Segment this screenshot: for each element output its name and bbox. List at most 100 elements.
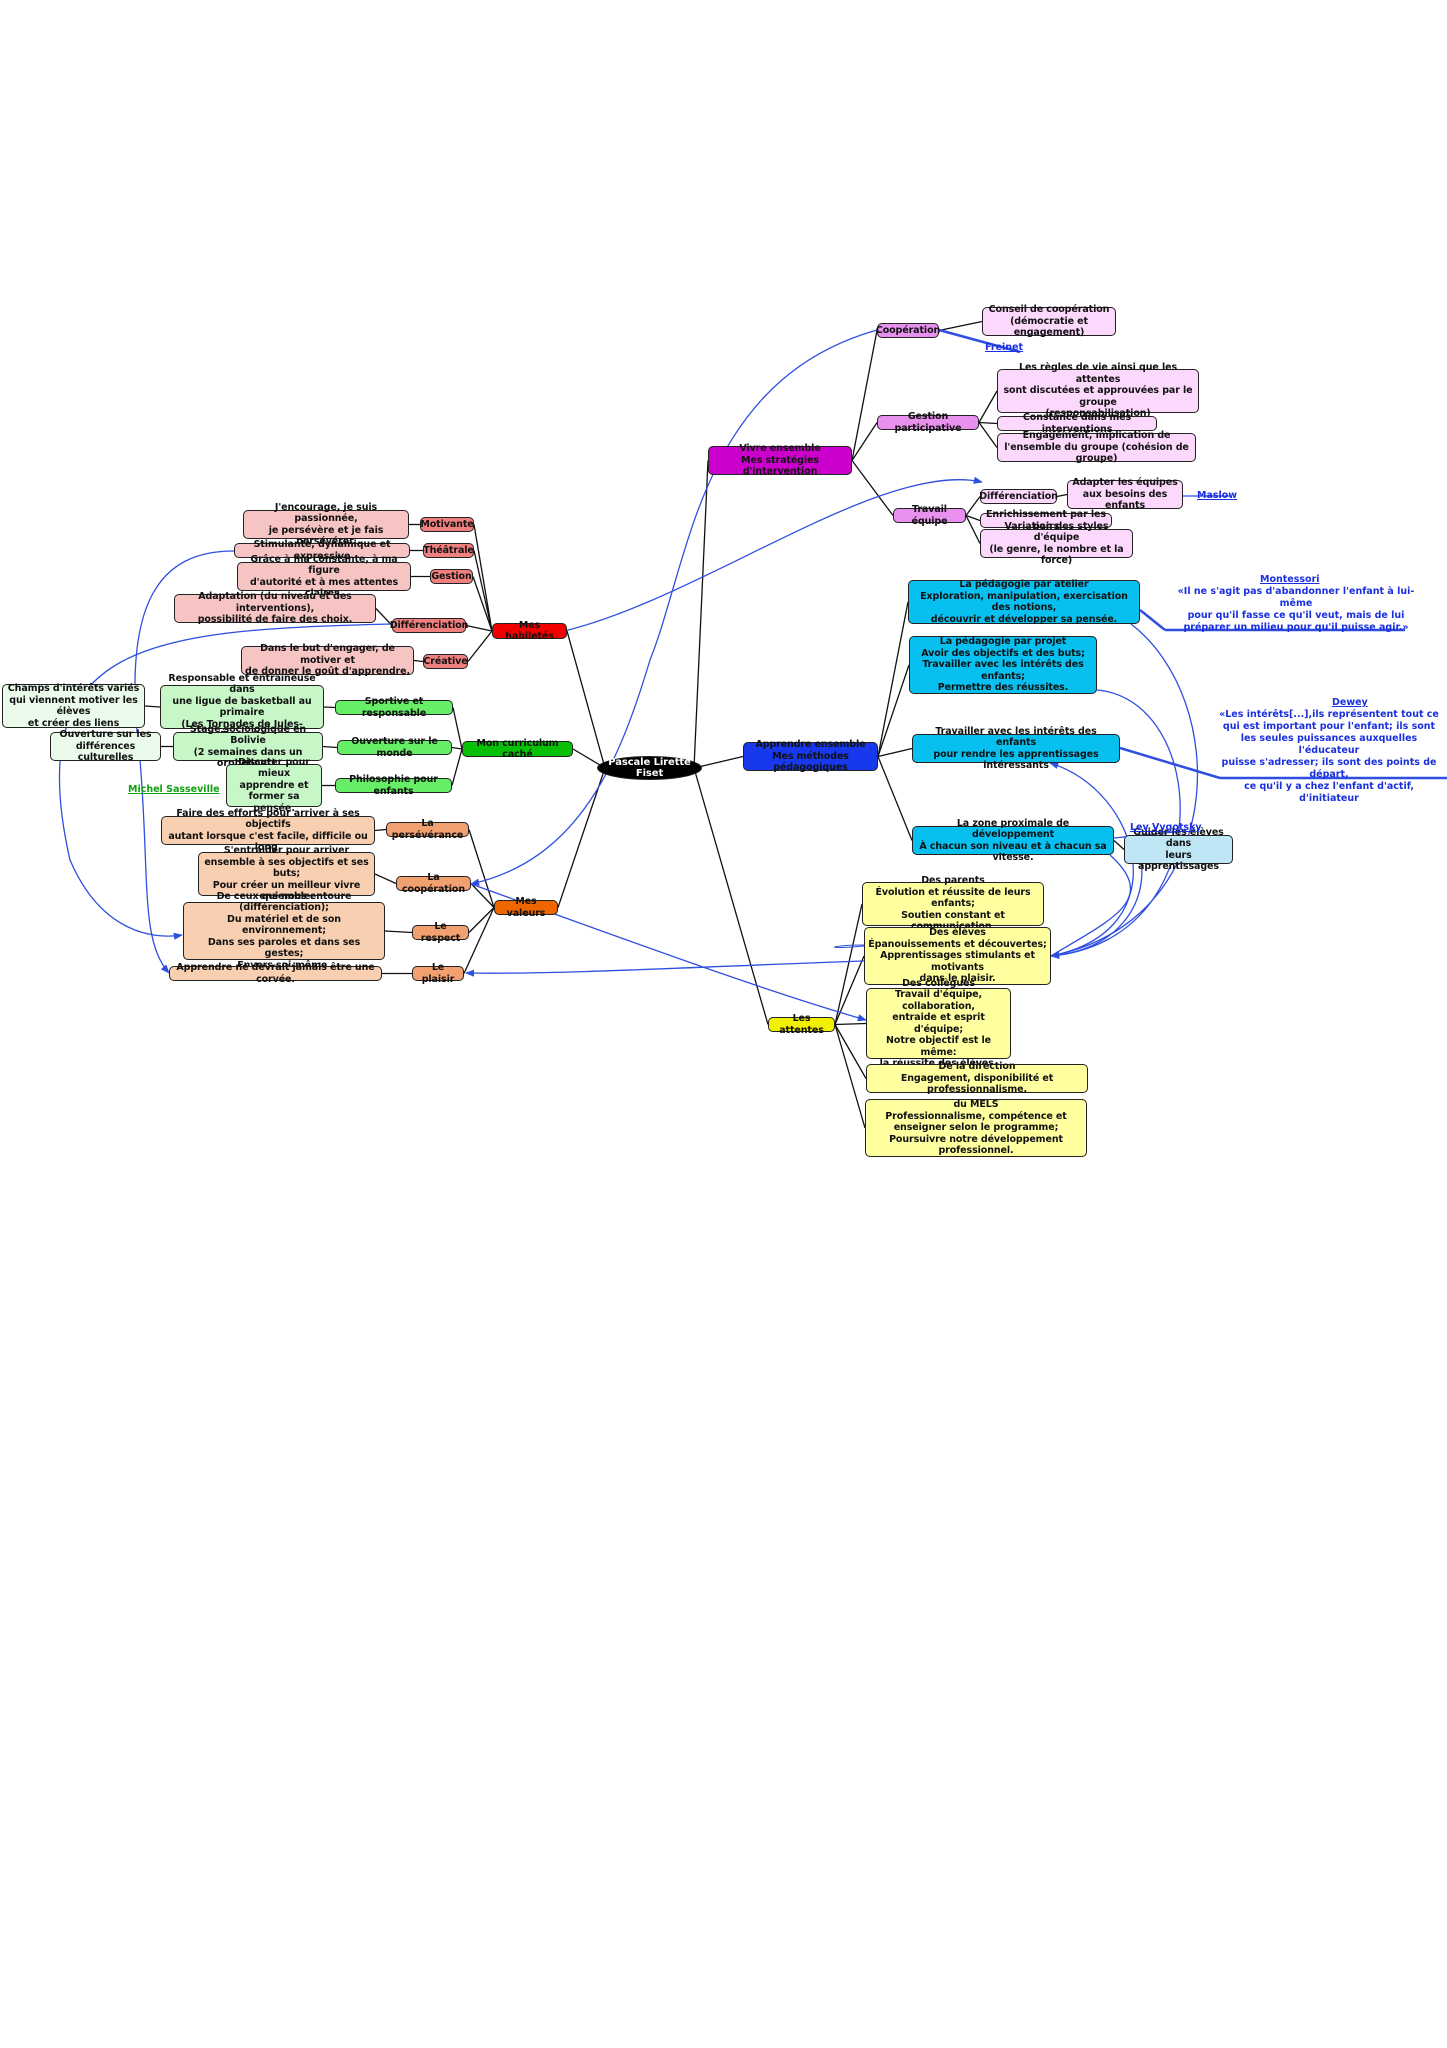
link-zpd-eleves [1050, 854, 1143, 959]
gestion-regles[interactable]: Les règles de vie ainsi que les attentes… [997, 362, 1199, 419]
link-diff-equipe [559, 476, 983, 633]
valeur-cooperation[interactable]: La coopération [396, 872, 471, 895]
connector-n-hab-3 [465, 624, 493, 632]
branch-mes-habiletes[interactable]: Mes habiletés [492, 620, 567, 642]
branch-vivre-ensemble[interactable]: Vivre ensemble Mes stratégies d'interven… [708, 443, 852, 477]
connector-n-val [557, 767, 606, 908]
montessori-quote: «Il ne s'agit pas d'abandonner l'enfant … [1177, 586, 1415, 633]
connector-n-app-0 [877, 601, 909, 757]
connector-n-val-2l [384, 930, 413, 934]
curriculum-sportive-detail[interactable]: Responsable et entraineuse dans une ligu… [160, 673, 324, 741]
link-coop-valeur [470, 329, 878, 886]
curriculum-philosophie-detail[interactable]: Discuter pour mieux apprendre et former … [226, 757, 322, 814]
attentes-direction[interactable]: De la direction Engagement, disponibilit… [866, 1061, 1088, 1095]
habilete-differenciation[interactable]: Différenciation [390, 618, 468, 633]
curriculum-ouverture-note[interactable]: Ouverture sur les différences culturelle… [50, 729, 161, 763]
connector-n-app-3 [877, 756, 913, 841]
zone-proximale-detail[interactable]: Guider les élèves dans leurs apprentissa… [1124, 827, 1233, 872]
branch-mes-valeurs[interactable]: Mes valeurs [494, 896, 558, 919]
vivre-gestion-participative[interactable]: Gestion participative [877, 411, 979, 434]
connector-n-val-0 [468, 829, 495, 908]
montessori-link-line [1139, 609, 1166, 631]
ref-freinet-link[interactable]: Freinet [985, 342, 1024, 353]
connector-n-hab [566, 630, 606, 769]
pedagogie-atelier[interactable]: La pédagogie par atelier Exploration, ma… [908, 579, 1140, 625]
habilete-creative-detail[interactable]: Dans le but d'engager, de motiver et de … [241, 643, 414, 677]
freinet-link-line [938, 328, 1021, 354]
habilete-motivante-detail[interactable]: J'encourage, je suis passionnée, je pers… [243, 502, 409, 547]
ref-maslow-link[interactable]: Maslow [1197, 490, 1238, 501]
branch-les-attentes[interactable]: Les attentes [768, 1013, 835, 1036]
habilete-theatrale-detail[interactable]: Stimulante, dynamique et expressive [234, 539, 410, 562]
valeur-plaisir-detail[interactable]: Apprendre ne devrait jamais être une cor… [169, 962, 382, 985]
gestion-engagement[interactable]: Engagement, implication de l'ensemble du… [997, 430, 1196, 464]
habilete-gestion[interactable]: Gestion [430, 569, 473, 584]
valeur-perseverance[interactable]: La persévérance [386, 818, 469, 841]
connector-n-val-1 [470, 883, 495, 908]
habilete-motivante[interactable]: Motivante [420, 517, 474, 532]
connector-n-val-0l [374, 828, 387, 832]
connector-n-app-1 [877, 664, 910, 757]
connector-n-equ-0 [965, 514, 981, 522]
curriculum-philosophie[interactable]: Philosophie pour enfants [335, 774, 452, 797]
connector-n-coop [851, 330, 878, 461]
connector-n-hab-0 [473, 524, 493, 632]
attentes-mels[interactable]: du MELS Professionnalisme, compétence et… [865, 1099, 1087, 1157]
connector-n-equ [851, 460, 894, 516]
gestion-constance[interactable]: Constance dans mes interventions [997, 412, 1157, 435]
link-eleves-self [834, 944, 865, 949]
habilete-creative[interactable]: Créative [423, 654, 468, 669]
equipe-differenciation[interactable]: Différenciation [979, 489, 1058, 504]
connector-n-val-2 [468, 907, 495, 933]
ref-vygotsky-link[interactable]: Lev Vygotsky [1130, 822, 1202, 833]
connector-n-hab-2 [472, 576, 493, 632]
vivre-travail-equipe[interactable]: Travail équipe [893, 504, 966, 527]
valeur-perseverance-detail[interactable]: Faire des efforts pour arriver à ses obj… [161, 808, 375, 853]
connector-n-cur-0l [323, 706, 336, 709]
equipe-differenciation-detail[interactable]: Adapter les équipes aux besoins des enfa… [1067, 477, 1183, 511]
curriculum-sportive-note[interactable]: Champs d'intérêts variés qui viennent mo… [2, 683, 145, 729]
curriculum-sportive[interactable]: Sportive et responsable [335, 696, 453, 719]
attentes-parents[interactable]: Des parents Évolution et réussite de leu… [862, 875, 1044, 932]
attentes-collegues[interactable]: Des collègues Travail d'équipe, collabor… [866, 978, 1011, 1069]
curriculum-ouverture[interactable]: Ouverture sur le monde [337, 736, 452, 759]
connector-n-att-1 [834, 955, 865, 1025]
vivre-cooperation-detail[interactable]: Conseil de coopération (démocratie et en… [982, 304, 1116, 338]
connector-n-att-0 [834, 903, 863, 1025]
center-node[interactable]: Pascale Lirette Fiset [597, 756, 702, 780]
valeur-respect[interactable]: Le respect [412, 921, 469, 944]
pedagogie-projet[interactable]: La pédagogie par projet Avoir des object… [909, 636, 1097, 694]
ref-dewey-link[interactable]: Dewey [1332, 697, 1368, 708]
attentes-eleves[interactable]: Des élèves Épanouissements et découverte… [864, 927, 1051, 985]
equipe-variation[interactable]: Variation des styles d'équipe (le genre,… [980, 521, 1133, 566]
connector-n-att [693, 767, 769, 1025]
connector-n-cur-0 [452, 707, 463, 750]
zone-proximale[interactable]: La zone proximale de développement À cha… [912, 818, 1114, 863]
ref-montessori-link[interactable]: Montessori [1260, 574, 1320, 585]
ref-michel-sasseville-link[interactable]: Michel Sasseville [128, 784, 220, 795]
equipe-enrichissement[interactable]: Enrichissement par les pairs [980, 509, 1112, 532]
connector-n-gest-1 [978, 421, 998, 425]
branch-apprendre-ensemble[interactable]: Apprendre ensemble Mes méthodes pédagogi… [743, 739, 878, 773]
connector-n-att-2 [834, 1022, 867, 1026]
branch-curriculum-cache[interactable]: Mon curriculum caché [462, 738, 573, 760]
travailler-interets[interactable]: Travailler avec les intérêts des enfants… [912, 726, 1120, 771]
habilete-differenciation-detail[interactable]: Adaptation (du niveau et des interventio… [174, 591, 376, 625]
connector-equ-dl [1056, 493, 1068, 498]
connector-n-app-2 [877, 747, 913, 758]
connector-n-gest-2 [978, 422, 998, 448]
connector-n-hab-4 [467, 630, 493, 662]
habilete-theatrale[interactable]: Théâtrale [423, 543, 474, 558]
link-projet-eleves [1050, 689, 1181, 959]
connector-n-equ-1 [965, 515, 981, 544]
connector-n-viv [693, 460, 709, 769]
connector-n-hab-4l [413, 659, 424, 663]
valeur-plaisir[interactable]: Le plaisir [412, 962, 464, 985]
dewey-quote: «Les intérêts[...],ils représentent tout… [1219, 709, 1439, 804]
vivre-cooperation[interactable]: Coopération [876, 323, 940, 338]
valeur-cooperation-detail[interactable]: S'entraider pour arriver ensemble à ses … [198, 845, 375, 902]
connector-n-hab-1 [473, 550, 493, 632]
habilete-gestion-detail[interactable]: Grâce à ma constante, à ma figure d'auto… [237, 554, 411, 599]
valeur-respect-detail[interactable]: De ceux qui nous entoure (différenciatio… [183, 891, 385, 971]
